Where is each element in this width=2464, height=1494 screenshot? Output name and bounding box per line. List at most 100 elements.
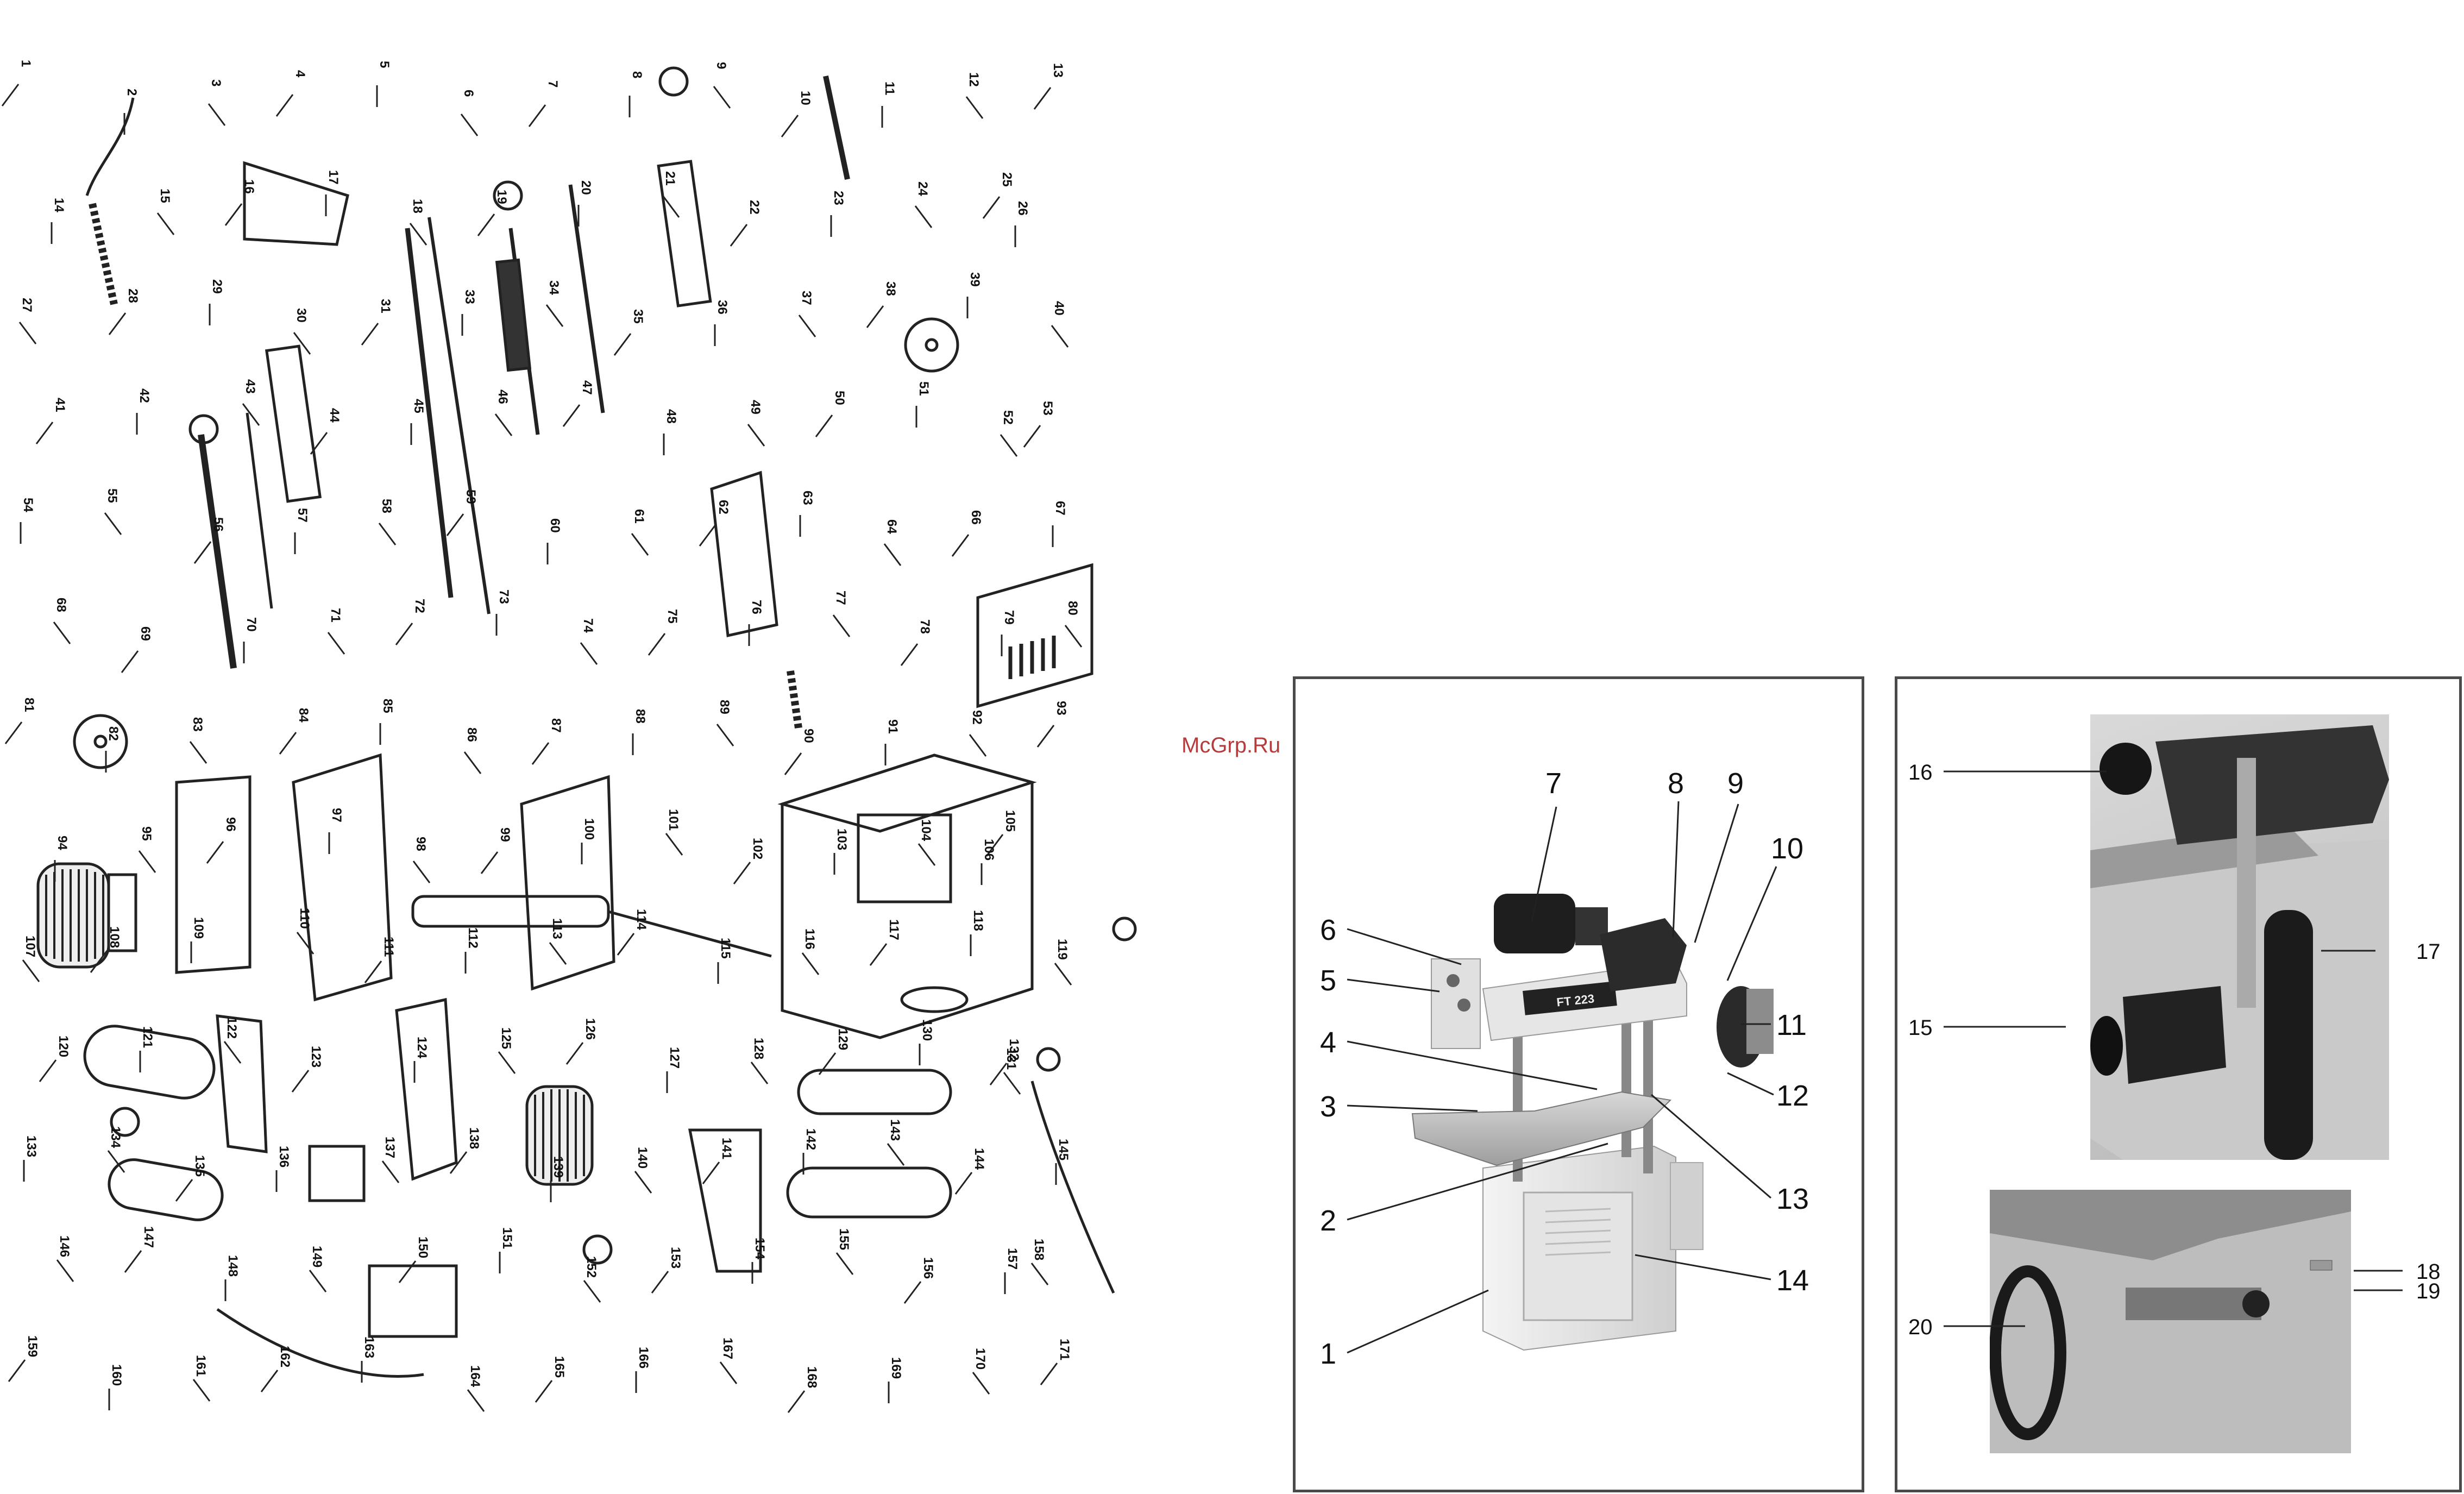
part-number-23: 23 xyxy=(831,191,846,205)
leader-line xyxy=(18,322,37,344)
part-number-163: 163 xyxy=(362,1336,376,1358)
part-number-99: 99 xyxy=(498,827,512,842)
leader-line xyxy=(985,834,1004,857)
part-number-3: 3 xyxy=(209,79,223,86)
part-number-150: 150 xyxy=(416,1236,430,1258)
part-number-171: 171 xyxy=(1057,1339,1072,1360)
part-number-160: 160 xyxy=(109,1364,124,1386)
part-number-157: 157 xyxy=(1005,1248,1020,1270)
part-number-45: 45 xyxy=(411,399,426,413)
part-number-36: 36 xyxy=(715,300,730,315)
leader-line xyxy=(446,513,464,536)
part-number-12: 12 xyxy=(966,72,981,87)
part-number-49: 49 xyxy=(748,400,763,415)
part-number-136: 136 xyxy=(276,1146,291,1167)
part-number-89: 89 xyxy=(717,700,732,714)
part-number-57: 57 xyxy=(295,508,310,523)
part-number-151: 151 xyxy=(500,1227,514,1249)
part-number-85: 85 xyxy=(380,699,395,713)
part-number-158: 158 xyxy=(1032,1239,1046,1260)
leader-line xyxy=(549,942,567,965)
part-number-74: 74 xyxy=(581,618,595,633)
callout-1: 1 xyxy=(1320,1338,1336,1370)
part-number-18: 18 xyxy=(410,199,425,214)
part-number-66: 66 xyxy=(969,510,983,525)
part-number-58: 58 xyxy=(379,499,394,513)
leader-line xyxy=(972,1372,990,1395)
part-number-75: 75 xyxy=(665,609,680,624)
part-number-68: 68 xyxy=(54,598,68,612)
part-number-94: 94 xyxy=(55,836,70,850)
leader-line xyxy=(662,195,680,218)
part-number-11: 11 xyxy=(882,81,897,95)
part-number-22: 22 xyxy=(747,200,762,215)
leader-line xyxy=(242,403,260,426)
part-number-24: 24 xyxy=(915,181,930,196)
leader-line xyxy=(1003,1072,1021,1095)
part-number-60: 60 xyxy=(548,518,562,533)
leader-line xyxy=(887,1143,905,1166)
part-number-110: 110 xyxy=(297,908,312,929)
part-number-107: 107 xyxy=(23,936,37,957)
leader-line xyxy=(1054,963,1072,985)
callout-14: 14 xyxy=(1776,1264,1809,1297)
part-number-15: 15 xyxy=(158,189,172,203)
part-number-119: 119 xyxy=(1055,939,1070,960)
detail-photo-panel: 16 15 17 18 19 20 xyxy=(1895,676,2462,1492)
leader-line xyxy=(90,950,108,973)
part-number-162: 162 xyxy=(278,1346,292,1367)
part-number-1: 1 xyxy=(18,60,33,67)
part-number-154: 154 xyxy=(752,1238,767,1260)
leader-line xyxy=(310,432,328,455)
callout-7: 7 xyxy=(1545,767,1562,800)
part-number-112: 112 xyxy=(466,927,480,949)
part-number-37: 37 xyxy=(799,291,814,305)
leader-line xyxy=(291,1070,310,1093)
leader-line xyxy=(223,1041,242,1064)
leader-line xyxy=(866,305,884,328)
callout-10: 10 xyxy=(1771,832,1803,865)
leader-line xyxy=(494,413,513,436)
main-photo-panel: FT 223 xyxy=(1293,676,1864,1492)
part-number-7: 7 xyxy=(545,80,560,87)
callout-8: 8 xyxy=(1668,767,1684,800)
leader-line xyxy=(260,1370,279,1392)
part-number-152: 152 xyxy=(584,1256,599,1278)
leader-line xyxy=(56,1259,74,1282)
leader-line xyxy=(900,643,919,666)
planer-photo: FT 223 xyxy=(1411,894,1774,1351)
leader-line xyxy=(138,850,156,873)
leader-line xyxy=(982,196,1001,219)
part-number-153: 153 xyxy=(668,1247,683,1269)
part-number-84: 84 xyxy=(296,708,311,723)
leader-line xyxy=(1036,725,1055,748)
callout-16: 16 xyxy=(1908,761,1933,784)
part-number-124: 124 xyxy=(414,1037,429,1059)
part-number-27: 27 xyxy=(20,298,34,312)
leader-line xyxy=(121,650,139,673)
part-number-10: 10 xyxy=(798,91,813,105)
part-number-149: 149 xyxy=(310,1246,324,1267)
leader-line xyxy=(498,1051,516,1074)
leader-line xyxy=(1000,434,1018,457)
part-number-64: 64 xyxy=(884,519,899,534)
leader-line xyxy=(395,623,413,645)
leader-line xyxy=(815,415,833,437)
leader-line xyxy=(787,1390,806,1413)
leader-line xyxy=(53,622,71,644)
leader-line xyxy=(869,943,888,966)
part-number-132: 132 xyxy=(1007,1039,1021,1060)
leader-line xyxy=(361,323,379,346)
part-number-170: 170 xyxy=(973,1348,988,1370)
leader-line xyxy=(965,96,984,119)
part-number-30: 30 xyxy=(294,308,309,323)
part-number-52: 52 xyxy=(1001,410,1015,425)
leader-line xyxy=(327,632,345,655)
part-number-167: 167 xyxy=(720,1338,735,1359)
leader-line xyxy=(832,614,851,637)
leader-line xyxy=(1030,1263,1049,1285)
part-number-21: 21 xyxy=(663,171,677,186)
leader-line xyxy=(412,861,431,883)
leader-line xyxy=(733,862,751,884)
leader-line xyxy=(798,315,816,337)
